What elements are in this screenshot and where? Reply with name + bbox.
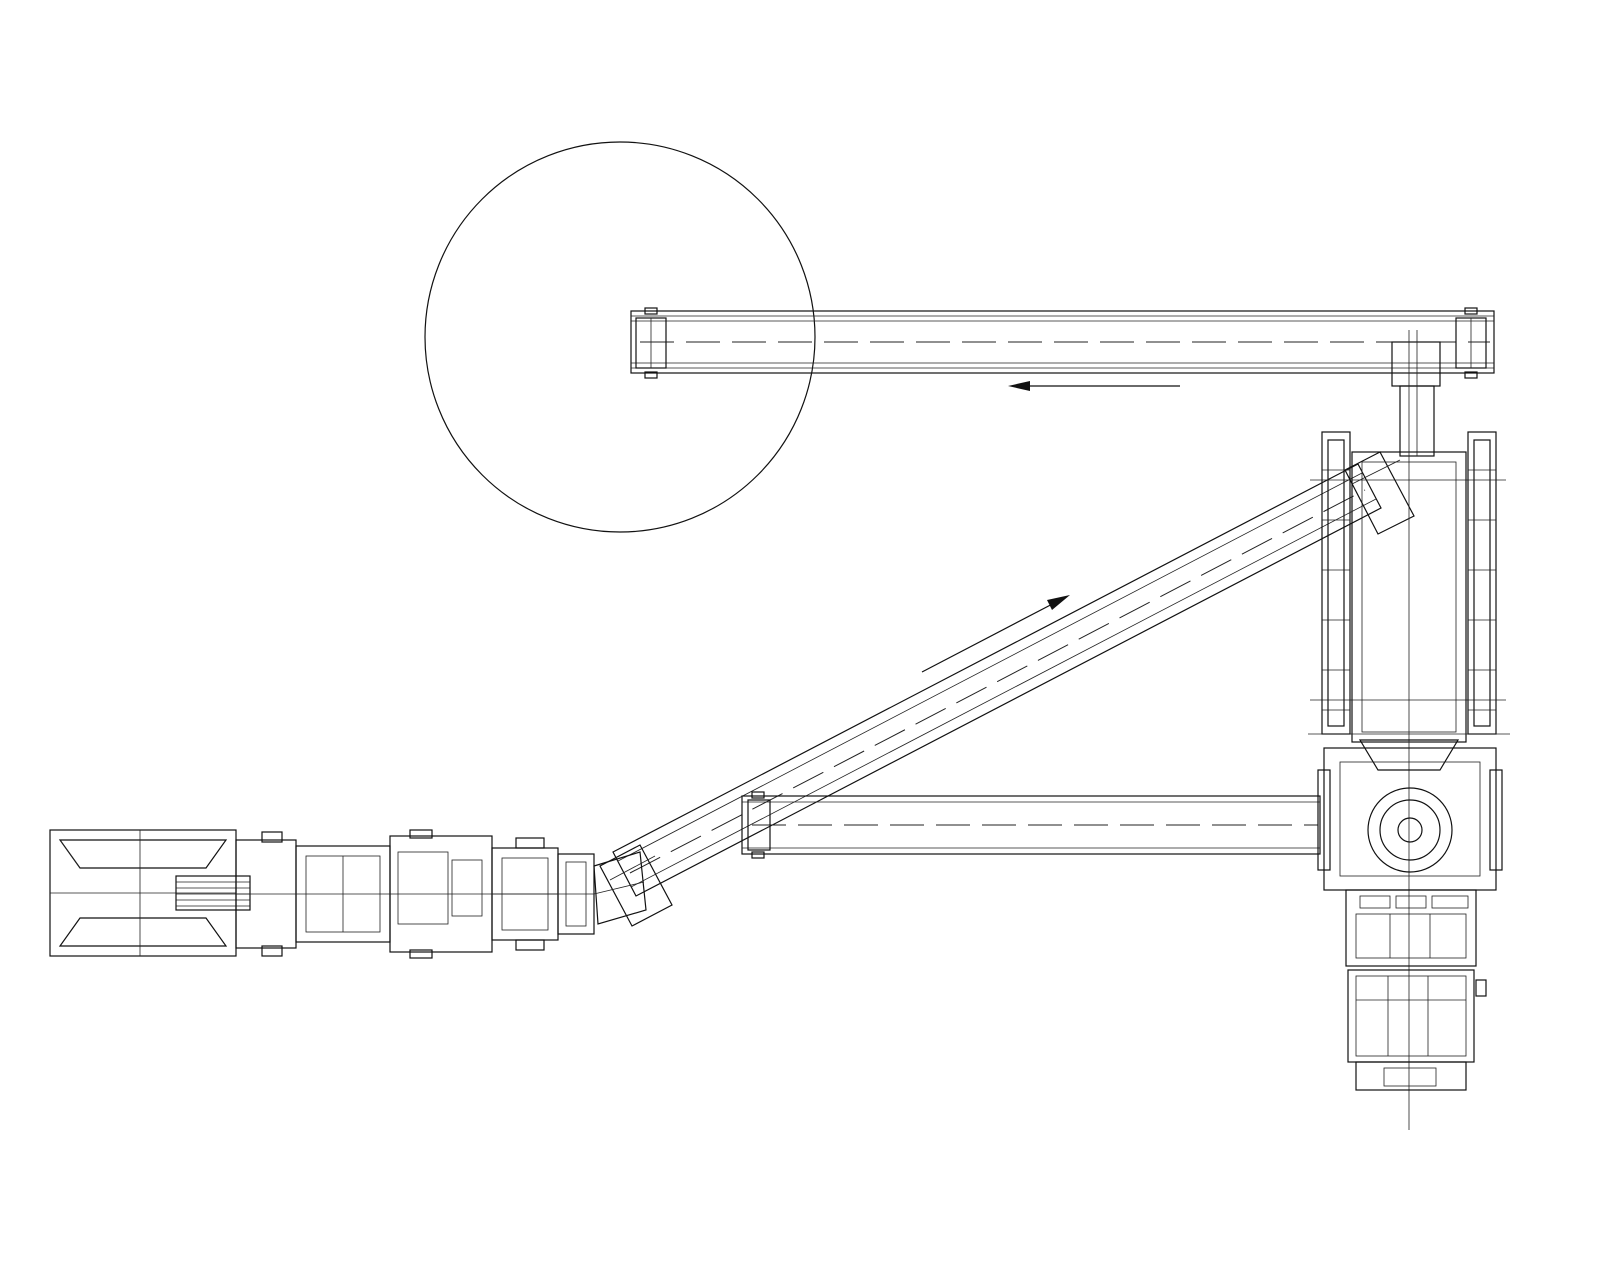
tracked-crusher-unit bbox=[1308, 330, 1510, 1130]
arrow-up-right-icon bbox=[921, 595, 1070, 673]
top-conveyor bbox=[630, 307, 1495, 457]
hopper-feeder-unit bbox=[49, 829, 647, 959]
inclined-conveyor bbox=[599, 451, 1415, 927]
lower-conveyor bbox=[741, 791, 1321, 859]
arrow-left-icon bbox=[1008, 381, 1180, 391]
stockpile-circle bbox=[424, 141, 816, 533]
